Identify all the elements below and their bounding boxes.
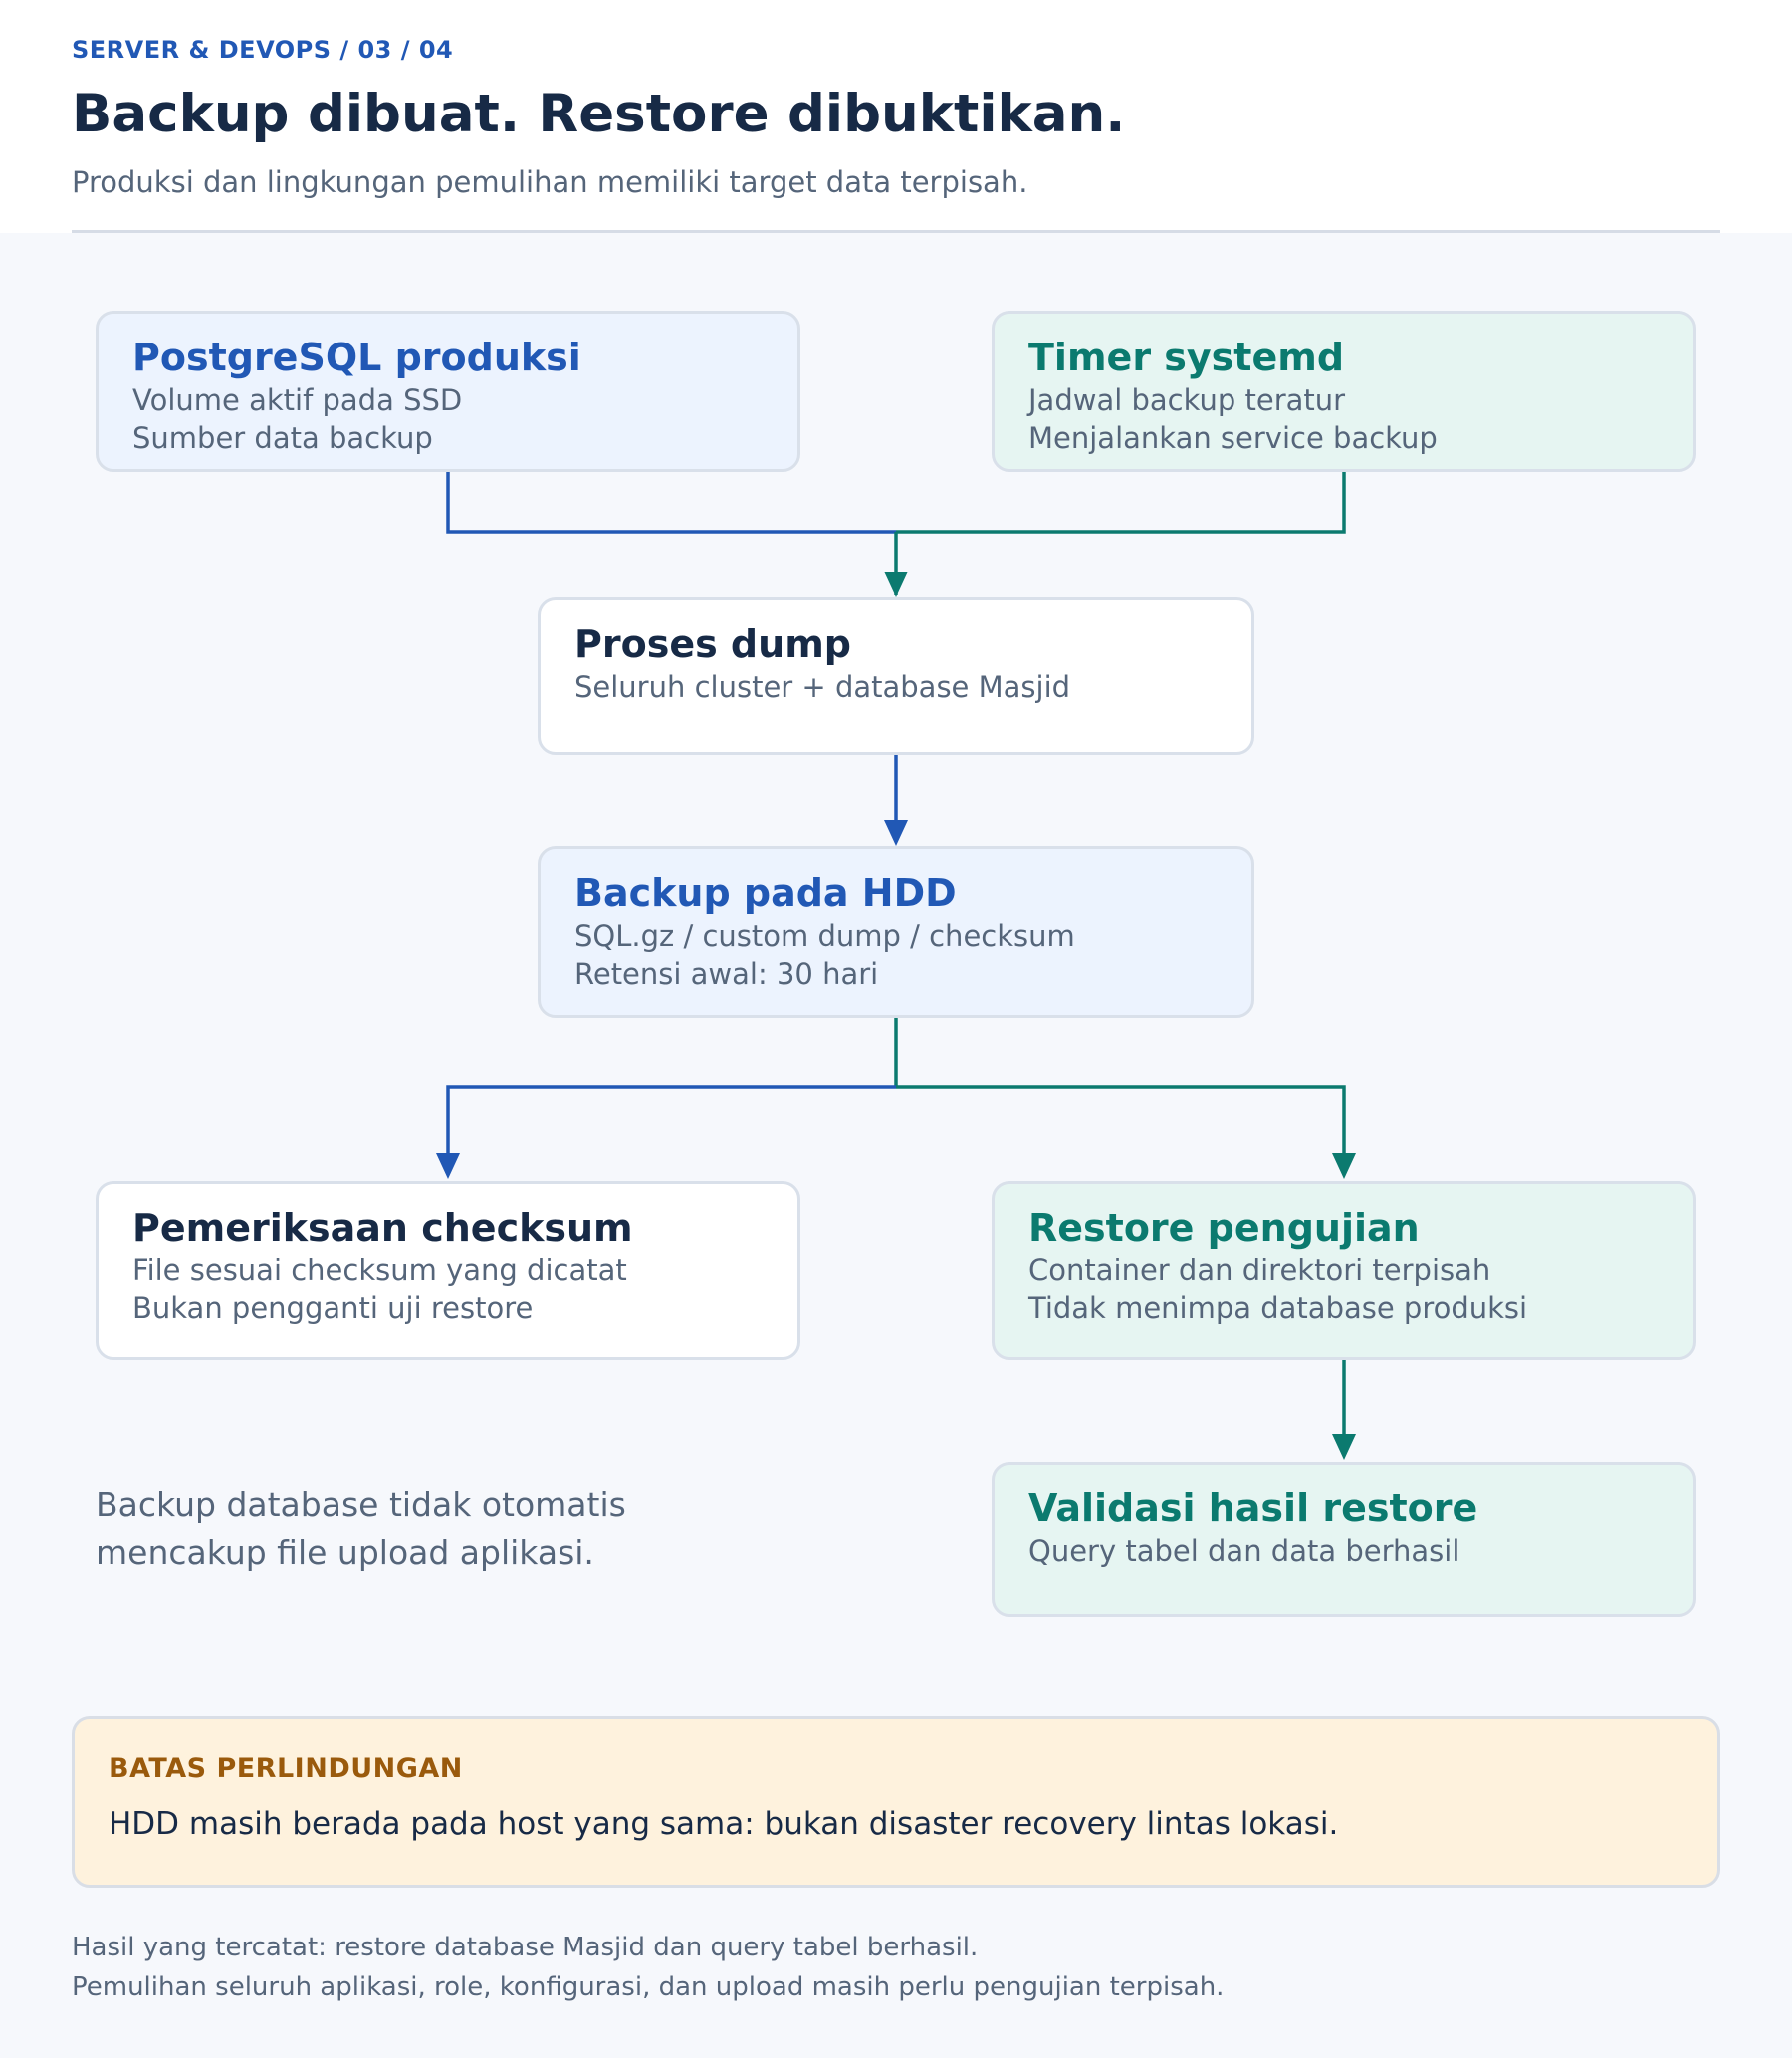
node-checksum-check: Pemeriksaan checksum File sesuai checksu…	[96, 1181, 800, 1360]
node-detail: Menjalankan service backup	[1028, 421, 1438, 455]
node-title: Backup pada HDD	[574, 871, 957, 915]
node-title: PostgreSQL produksi	[132, 336, 581, 379]
node-dump-process: Proses dump Seluruh cluster + database M…	[538, 597, 1254, 755]
node-title: Timer systemd	[1028, 336, 1345, 379]
footer-notes: Hasil yang tercatat: restore database Ma…	[72, 1928, 1224, 2007]
arrowhead-dump	[884, 572, 908, 597]
footer-line: Hasil yang tercatat: restore database Ma…	[72, 1933, 979, 1962]
node-postgresql-production: PostgreSQL produksi Volume aktif pada SS…	[96, 311, 800, 472]
footer-line: Pemulihan seluruh aplikasi, role, konfig…	[72, 1972, 1225, 2002]
node-detail: File sesuai checksum yang dicatat	[132, 1254, 627, 1287]
node-title: Proses dump	[574, 622, 851, 666]
node-detail: Container dan direktori terpisah	[1028, 1254, 1491, 1287]
callout-text: HDD masih berada pada host yang sama: bu…	[109, 1806, 1339, 1842]
node-detail: Tidak menimpa database produksi	[1028, 1291, 1528, 1325]
section-eyebrow: SERVER & DEVOPS / 03 / 04	[72, 36, 454, 64]
connector-timer-to-dump	[896, 472, 1346, 534]
side-note: Backup database tidak otomatis mencakup …	[96, 1486, 626, 1572]
node-detail: Sumber data backup	[132, 421, 433, 455]
node-detail: Query tabel dan data berhasil	[1028, 1534, 1460, 1568]
node-detail: Jadwal backup teratur	[1028, 383, 1346, 417]
node-detail: Retensi awal: 30 hari	[574, 957, 879, 991]
arrowhead-checksum	[436, 1153, 460, 1179]
node-backup-hdd: Backup pada HDD SQL.gz / custom dump / c…	[538, 846, 1254, 1018]
node-title: Validasi hasil restore	[1028, 1486, 1478, 1530]
protection-limit-callout: BATAS PERLINDUNGAN HDD masih berada pada…	[72, 1716, 1720, 1888]
node-detail: Bukan pengganti uji restore	[132, 1291, 534, 1325]
callout-label: BATAS PERLINDUNGAN	[109, 1753, 463, 1784]
header	[0, 0, 1792, 233]
page-subtitle: Produksi dan lingkungan pemulihan memili…	[72, 165, 1028, 199]
node-title: Pemeriksaan checksum	[132, 1206, 633, 1250]
header-divider	[72, 230, 1720, 233]
node-title: Restore pengujian	[1028, 1206, 1420, 1250]
arrowhead-restore	[1332, 1153, 1356, 1179]
arrow-hdd-to-restore	[896, 1085, 1346, 1155]
node-validate-restore: Validasi hasil restore Query tabel dan d…	[992, 1462, 1696, 1617]
arrowhead-validate	[1332, 1434, 1356, 1460]
node-detail: Seluruh cluster + database Masjid	[574, 670, 1071, 704]
connector-postgres-to-dump	[446, 472, 896, 534]
node-test-restore: Restore pengujian Container dan direktor…	[992, 1181, 1696, 1360]
arrow-hdd-to-checksum	[446, 1085, 896, 1155]
arrowhead-hdd	[884, 820, 908, 846]
node-detail: Volume aktif pada SSD	[132, 383, 463, 417]
page-title: Backup dibuat. Restore dibuktikan.	[72, 84, 1126, 144]
node-timer-systemd: Timer systemd Jadwal backup teratur Menj…	[992, 311, 1696, 472]
node-detail: SQL.gz / custom dump / checksum	[574, 919, 1075, 953]
